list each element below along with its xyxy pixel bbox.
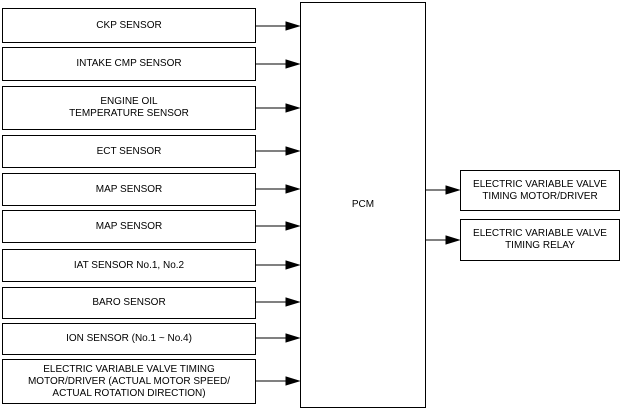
arrow-baro — [256, 297, 301, 307]
arrow-ckp — [256, 21, 301, 31]
arrow-evvt-input — [256, 376, 301, 386]
input-label: IAT SENSOR No.1, No.2 — [73, 259, 185, 271]
arrow-output-motor-driver — [426, 185, 461, 195]
input-box-iat-sensor: IAT SENSOR No.1, No.2 — [2, 249, 256, 282]
input-label: ENGINE OIL TEMPERATURE SENSOR — [69, 96, 189, 119]
input-box-ect-sensor: ECT SENSOR — [2, 135, 256, 168]
output-box-evvt-relay: ELECTRIC VARIABLE VALVE TIMING RELAY — [460, 219, 620, 261]
arrow-engine-oil-temp — [256, 103, 301, 113]
input-label: MAP SENSOR — [95, 220, 163, 232]
input-label: CKP SENSOR — [96, 19, 162, 31]
input-label: MAP SENSOR — [95, 183, 163, 195]
arrow-map-1 — [256, 184, 301, 194]
input-box-evvt-motor-driver: ELECTRIC VARIABLE VALVE TIMING MOTOR/DRI… — [2, 359, 256, 404]
input-label: ECT SENSOR — [96, 145, 162, 157]
input-box-engine-oil-temperature-sensor: ENGINE OIL TEMPERATURE SENSOR — [2, 86, 256, 130]
input-box-map-sensor-1: MAP SENSOR — [2, 173, 256, 206]
input-box-map-sensor-2: MAP SENSOR — [2, 210, 256, 243]
input-label: INTAKE CMP SENSOR — [76, 58, 182, 69]
input-box-ion-sensor: ION SENSOR (No.1 ~ No.4) — [2, 323, 256, 355]
output-label: ELECTRIC VARIABLE VALVE TIMING RELAY — [473, 228, 607, 251]
input-label: ELECTRIC VARIABLE VALVE TIMING MOTOR/DRI… — [27, 363, 231, 399]
input-label: BARO SENSOR — [92, 297, 166, 308]
pcm-box: PCM — [300, 2, 426, 408]
arrow-ion — [256, 333, 301, 343]
pcm-label: PCM — [351, 199, 375, 210]
arrow-map-2 — [256, 221, 301, 231]
output-box-evvt-motor-driver: ELECTRIC VARIABLE VALVE TIMING MOTOR/DRI… — [460, 170, 620, 211]
arrow-iat — [256, 260, 301, 270]
output-label: ELECTRIC VARIABLE VALVE TIMING MOTOR/DRI… — [473, 178, 607, 202]
input-box-intake-cmp-sensor: INTAKE CMP SENSOR — [2, 47, 256, 81]
input-box-ckp-sensor: CKP SENSOR — [2, 8, 256, 43]
input-label: ION SENSOR (No.1 ~ No.4) — [66, 333, 192, 344]
arrow-output-relay — [426, 235, 461, 245]
arrow-intake-cmp — [256, 59, 301, 69]
input-box-baro-sensor: BARO SENSOR — [2, 287, 256, 319]
arrow-ect — [256, 146, 301, 156]
